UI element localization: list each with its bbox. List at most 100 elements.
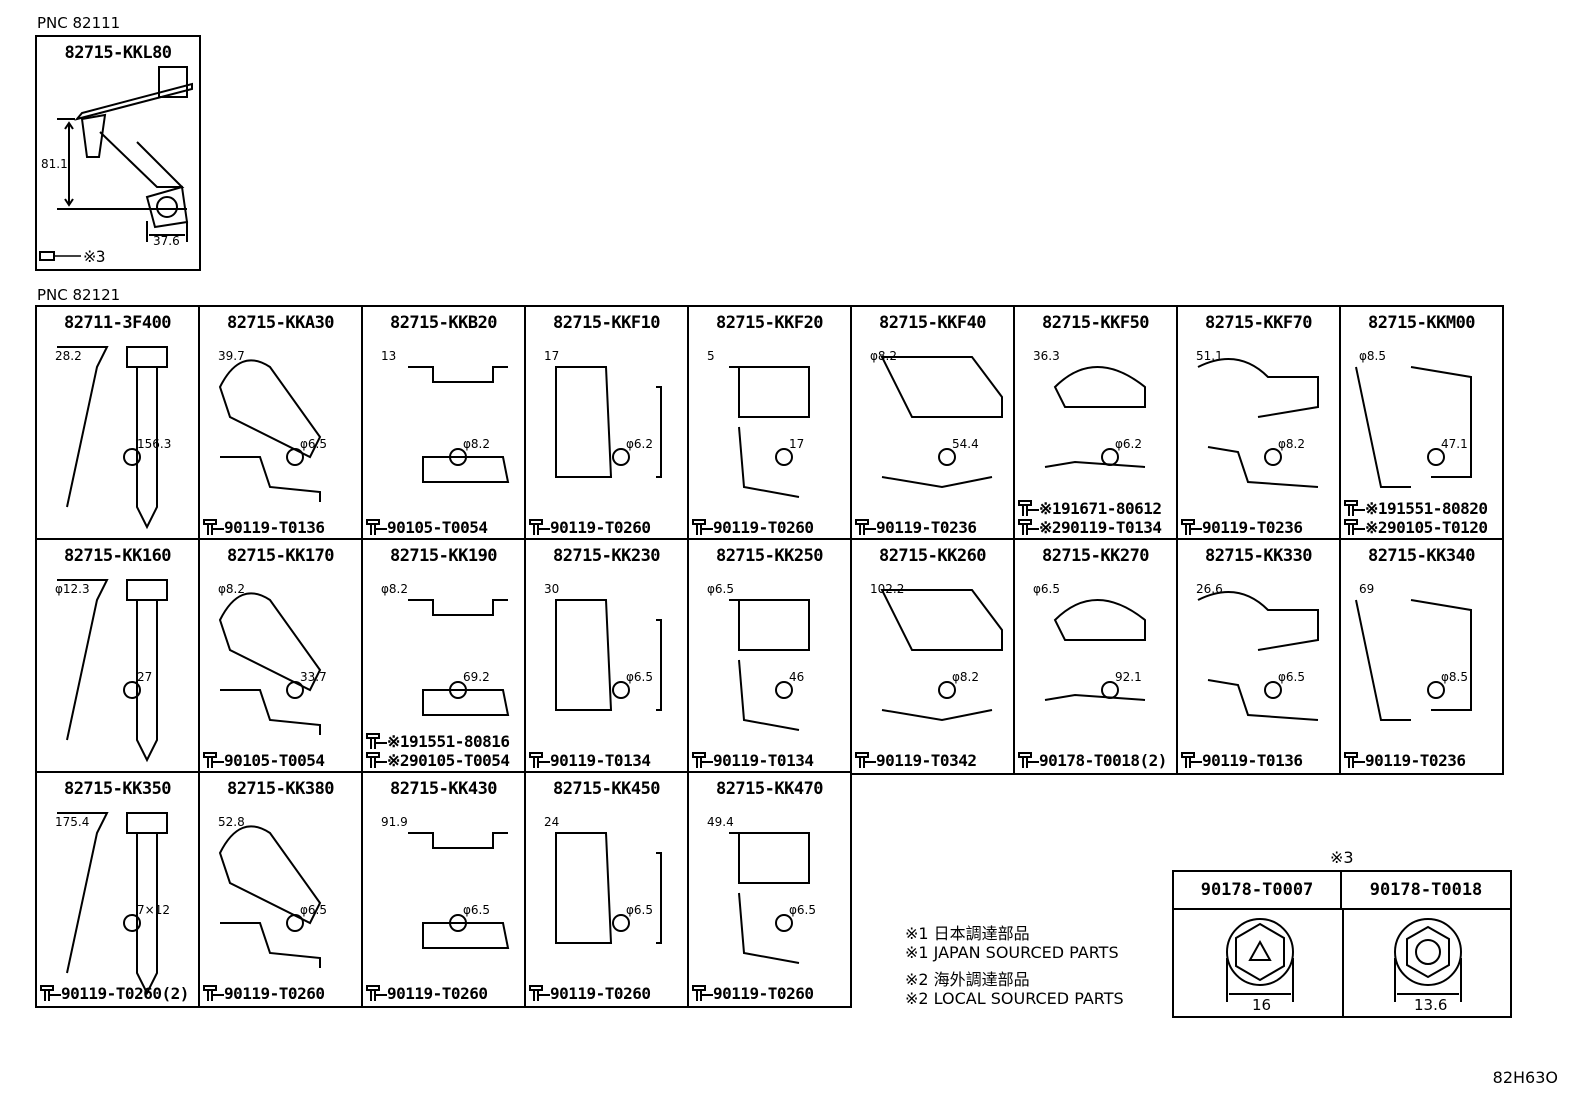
dimension-label: φ6.5: [626, 903, 653, 917]
fastener-part-number: 90119-T0236: [1202, 518, 1303, 537]
bracket-drawing: [1197, 358, 1319, 488]
fastener-callout: 90119-T0260: [202, 984, 325, 1003]
dimension-label: 27: [137, 670, 153, 684]
fastener-part-number: ※191671-80612: [1039, 499, 1162, 518]
bracket-drawing: [1355, 599, 1472, 721]
fastener-callout: 90119-T0260: [528, 518, 651, 537]
dimension-label: 24: [544, 815, 560, 829]
nut-icon: [39, 251, 81, 261]
fastener-callout: 90105-T0054: [202, 751, 325, 770]
dimension-label: φ6.5: [789, 903, 816, 917]
dimension-label: φ8.2: [463, 437, 490, 451]
nut-drawings: [1226, 918, 1462, 1002]
bolt-icon: [1018, 519, 1039, 535]
fastener-part-number: ※191551-80816: [387, 732, 510, 751]
fastener-callout: 90119-T0260(2): [39, 984, 189, 1003]
part-number: 82715-KK450: [552, 779, 661, 799]
dimension-label: 91.9: [381, 815, 408, 829]
part-number: 82715-KKM00: [1367, 313, 1476, 333]
bracket-drawing: [729, 832, 810, 964]
bracket-drawing: [555, 366, 662, 478]
dimension-label: φ6.5: [300, 437, 327, 451]
note-2-en: ※2 LOCAL SOURCED PARTS: [905, 989, 1124, 1008]
part-number: 82715-KK250: [715, 546, 824, 566]
bracket-drawing: [57, 346, 168, 530]
dimension-label: φ6.5: [707, 582, 734, 596]
part-cell-82715-KK450[interactable]: 82715-KK450 24 φ6.5 90119-T0260: [524, 771, 689, 1008]
bracket-drawing: [1044, 366, 1146, 468]
bracket-drawing: [880, 356, 1003, 489]
fastener-part-number: ※191551-80820: [1365, 499, 1488, 518]
dimension-label: φ6.5: [626, 670, 653, 684]
fastener-callout: 90119-T0134: [528, 751, 651, 770]
fastener-part-number: 90119-T0260: [713, 518, 814, 537]
dimension-label: 156.3: [137, 437, 172, 451]
dimension-label: 39.7: [218, 349, 245, 363]
dimension-label: φ6.2: [626, 437, 653, 451]
part-number: 82711-3F400: [63, 313, 172, 333]
bolt-icon: [529, 519, 550, 535]
bolt-icon: [1344, 519, 1365, 535]
bolt-icon: [40, 985, 61, 1001]
dimension-label: φ8.5: [1359, 349, 1386, 363]
bracket-drawing: [57, 579, 168, 763]
part-number: 82715-KK230: [552, 546, 661, 566]
part-number: 82715-KK190: [389, 546, 498, 566]
dimension-label: φ8.2: [1278, 437, 1305, 451]
bolt-icon: [1018, 752, 1039, 768]
part-number: 82715-KK160: [63, 546, 172, 566]
fastener-part-number: 90119-T0260: [550, 518, 651, 537]
part-number: 82715-KK380: [226, 779, 335, 799]
bolt-icon: [692, 519, 713, 535]
fastener-callout: 90119-T0136: [1180, 751, 1303, 770]
fastener-ref-label: ※3: [83, 247, 106, 266]
note-2-jp: ※2 海外調達部品: [905, 970, 1030, 989]
fastener-part-number: ※290119-T0134: [1039, 518, 1162, 537]
dimension-label: 92.1: [1115, 670, 1142, 684]
part-number: 82715-KKF20: [715, 313, 824, 333]
dimension-label: 33.7: [300, 670, 327, 684]
dimension-label: 54.4: [952, 437, 979, 451]
part-cell-82715-KKL80[interactable]: 82715-KKL80 81.1 37.6 ※3: [35, 35, 201, 271]
fastener-part-number: 90119-T0342: [876, 751, 977, 770]
fastener-callout: 90119-T0260: [691, 518, 814, 537]
dimension-label: 175.4: [55, 815, 90, 829]
part-number: 82715-KKF10: [552, 313, 661, 333]
pnc-label-82121: PNC 82121: [37, 286, 121, 304]
bracket-drawing: [729, 366, 810, 498]
bolt-icon: [855, 752, 876, 768]
dimension-label: 26.6: [1196, 582, 1223, 596]
bracket-drawing: [729, 599, 810, 731]
part-number: 82715-KK350: [63, 779, 172, 799]
fastener-callout: 90119-T0342: [854, 751, 977, 770]
part-number: 82715-KKF50: [1041, 313, 1150, 333]
bracket-drawing: [57, 812, 168, 996]
part-number: 82715-KK430: [389, 779, 498, 799]
fastener-part-number: 90119-T0260: [550, 984, 651, 1003]
dimension-label: φ8.2: [870, 349, 897, 363]
bracket-drawing: [880, 589, 1003, 722]
fastener-part-number: 90119-T0136: [224, 518, 325, 537]
